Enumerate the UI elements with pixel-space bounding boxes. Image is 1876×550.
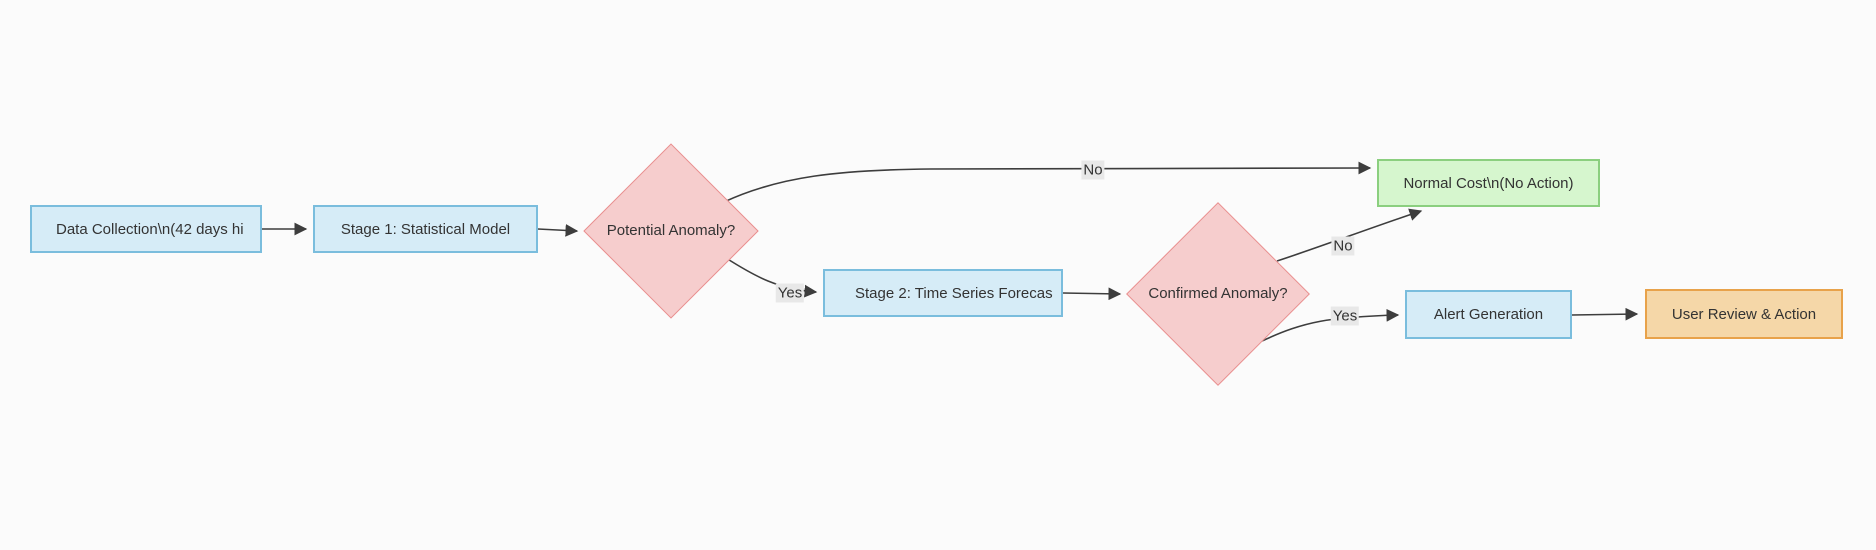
edge-label-confirmed-yes: Yes	[1330, 306, 1360, 326]
node-stage2-label: Stage 2: Time Series Forecas	[855, 284, 1053, 302]
edge-alert-userreview	[1571, 307, 1639, 321]
edge-stage1-potential	[537, 224, 579, 237]
edge-potential-yes-stage2	[725, 257, 818, 298]
node-data-collection: Data Collection\n(42 days hi	[30, 205, 262, 253]
node-user-review-action: User Review & Action	[1645, 289, 1843, 339]
node-stage1-label: Stage 1: Statistical Model	[340, 220, 511, 238]
node-alert-generation: Alert Generation	[1405, 290, 1572, 339]
edge-label-potential-yes: Yes	[775, 283, 805, 303]
decision-potential-anomaly-label: Potential Anomaly?	[606, 222, 736, 239]
node-user-review-label: User Review & Action	[1671, 305, 1817, 323]
node-data-collection-label: Data Collection\n(42 days hi	[56, 220, 244, 238]
decision-confirmed-anomaly-label: Confirmed Anomaly?	[1148, 285, 1288, 302]
edge-confirmed-yes-alert	[1261, 308, 1400, 342]
node-stage2-time-series-forecast: Stage 2: Time Series Forecas	[823, 269, 1063, 317]
edge-label-potential-no: No	[1081, 160, 1105, 180]
node-normal-cost-label: Normal Cost\n(No Action)	[1403, 174, 1574, 192]
edge-stage2-confirmed	[1062, 287, 1122, 301]
node-normal-cost: Normal Cost\n(No Action)	[1377, 159, 1600, 207]
edge-label-confirmed-no: No	[1331, 236, 1355, 256]
edge-potential-no-normalcost	[723, 161, 1372, 203]
node-stage1-statistical-model: Stage 1: Statistical Model	[313, 205, 538, 253]
node-alert-generation-label: Alert Generation	[1433, 306, 1544, 323]
